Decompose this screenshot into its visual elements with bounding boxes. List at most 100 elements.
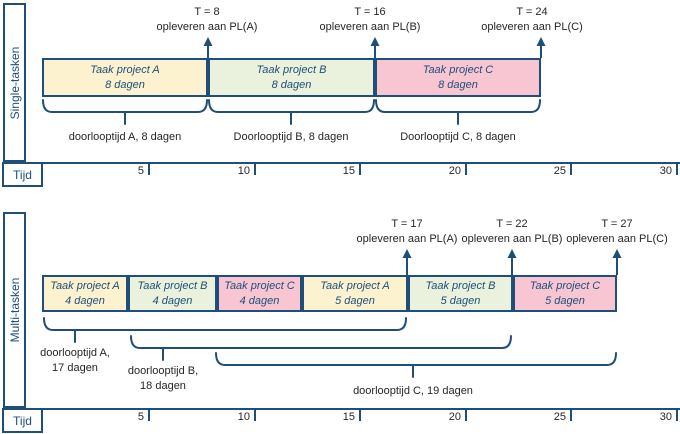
axis-tick	[676, 409, 678, 421]
duration-brace	[43, 317, 407, 343]
duration-label-line: 18 dagen	[140, 380, 186, 392]
axis-tick-label: 5	[137, 411, 144, 423]
milestone-deliver-label: opleveren aan PL(A)	[356, 233, 458, 245]
task-title: Taak project A	[90, 64, 160, 76]
time-axis	[43, 408, 680, 410]
duration-brace	[215, 352, 617, 378]
task-block-c1: Taak project C 4 dagen	[217, 275, 302, 312]
axis-tick-label: 20	[448, 411, 461, 423]
axis-tick	[359, 163, 361, 175]
up-arrow-icon	[507, 249, 517, 275]
up-arrow-icon	[370, 37, 380, 58]
milestone-deliver-label: opleveren aan PL(A)	[156, 21, 258, 33]
axis-tick-label: 30	[659, 411, 672, 423]
axis-tick-label: 5	[137, 165, 144, 177]
multi-tasking-side-box: Multi-tasken	[3, 212, 26, 408]
axis-tick	[148, 163, 150, 175]
milestone-annotation: T = 16 opleveren aan PL(B)	[295, 5, 445, 35]
duration-brace	[42, 99, 208, 125]
axis-tick-label: 15	[342, 411, 355, 423]
duration-brace	[208, 99, 375, 125]
single-tasking-side-label: Single-tasken	[7, 46, 22, 119]
task-title: Taak project B	[256, 64, 327, 76]
task-block-a1: Taak project A 4 dagen	[42, 275, 128, 312]
milestone-annotation: T = 22 opleveren aan PL(B)	[437, 217, 587, 247]
axis-tick-label: 10	[237, 411, 250, 423]
duration-label-line: doorlooptijd B,	[127, 365, 199, 377]
axis-tick-label: 30	[659, 165, 672, 177]
task-title: Taak project B	[425, 280, 496, 292]
axis-tick	[570, 409, 572, 421]
task-block-b2: Taak project B 5 dagen	[408, 275, 513, 312]
milestone-deliver-label: opleveren aan PL(B)	[319, 21, 421, 33]
task-title: Taak project C	[529, 280, 601, 292]
axis-tick	[359, 409, 361, 421]
task-block-b: Taak project B 8 dagen	[208, 58, 375, 97]
time-axis	[43, 162, 680, 164]
time-axis-label-box: Tijd	[2, 162, 43, 187]
milestone-annotation: T = 17 opleveren aan PL(A)	[332, 217, 482, 247]
task-duration: 4 dagen	[65, 295, 105, 307]
task-duration: 5 dagen	[545, 295, 585, 307]
time-axis-label: Tijd	[13, 167, 32, 182]
milestone-annotation: T = 24 opleveren aan PL(C)	[457, 5, 607, 35]
task-duration: 8 dagen	[271, 79, 312, 91]
axis-tick-label: 15	[342, 165, 355, 177]
axis-tick-label: 25	[553, 165, 566, 177]
multi-tasking-side-label: Multi-tasken	[7, 277, 22, 343]
milestone-annotation: T = 27 opleveren aan PL(C)	[542, 217, 680, 247]
up-arrow-icon	[203, 37, 213, 58]
milestone-time: T = 24	[516, 6, 548, 18]
axis-tick	[465, 409, 467, 421]
duration-label: doorlooptijd C, 19 dagen	[353, 385, 473, 397]
task-title: Taak project C	[224, 280, 295, 292]
task-duration: 8 dagen	[438, 79, 478, 91]
axis-tick-label: 20	[448, 165, 461, 177]
task-duration: 8 dagen	[105, 79, 145, 91]
single-tasking-side-box: Single-tasken	[3, 3, 26, 162]
task-title: Taak project A	[50, 280, 120, 292]
axis-tick	[148, 409, 150, 421]
duration-brace	[130, 335, 512, 361]
milestone-deliver-label: opleveren aan PL(C)	[481, 21, 583, 33]
task-block-c2: Taak project C 5 dagen	[513, 275, 617, 312]
milestone-deliver-label: opleveren aan PL(C)	[566, 233, 668, 245]
duration-label: doorlooptijd B, 18 dagen	[93, 364, 233, 394]
duration-label: Doorlooptijd B, 8 dagen	[233, 131, 349, 143]
milestone-annotation: T = 8 opleveren aan PL(A)	[132, 5, 282, 35]
axis-tick	[254, 163, 256, 175]
duration-label: Doorlooptijd C, 8 dagen	[400, 131, 516, 143]
task-duration: 4 dagen	[239, 295, 280, 307]
duration-brace	[375, 99, 541, 125]
time-axis-label: Tijd	[13, 413, 32, 428]
duration-label: doorlooptijd A, 8 dagen	[68, 131, 182, 143]
axis-tick	[465, 163, 467, 175]
task-duration: 5 dagen	[335, 295, 375, 307]
axis-tick	[254, 409, 256, 421]
duration-label: doorlooptijd A, 17 dagen	[5, 346, 145, 376]
time-axis-label-box: Tijd	[2, 408, 43, 433]
milestone-time: T = 17	[391, 218, 423, 230]
task-block-c: Taak project C 8 dagen	[375, 58, 541, 97]
axis-tick	[676, 163, 678, 175]
task-title: Taak project C	[422, 64, 494, 76]
task-duration: 4 dagen	[152, 295, 193, 307]
up-arrow-icon	[536, 37, 546, 58]
axis-tick	[570, 163, 572, 175]
task-block-a: Taak project A 8 dagen	[42, 58, 208, 97]
task-block-b1: Taak project B 4 dagen	[128, 275, 217, 312]
task-block-a2: Taak project A 5 dagen	[302, 275, 408, 312]
up-arrow-icon	[402, 249, 412, 275]
task-title: Taak project B	[137, 280, 208, 292]
milestone-time: T = 8	[194, 6, 220, 18]
duration-label-line: 17 dagen	[52, 362, 98, 374]
duration-label-line: doorlooptijd A,	[40, 347, 110, 359]
task-duration: 5 dagen	[440, 295, 481, 307]
milestone-time: T = 27	[601, 218, 633, 230]
axis-tick-label: 25	[553, 411, 566, 423]
up-arrow-icon	[612, 249, 622, 275]
task-title: Taak project A	[320, 280, 390, 292]
milestone-time: T = 16	[354, 6, 386, 18]
axis-tick-label: 10	[237, 165, 250, 177]
